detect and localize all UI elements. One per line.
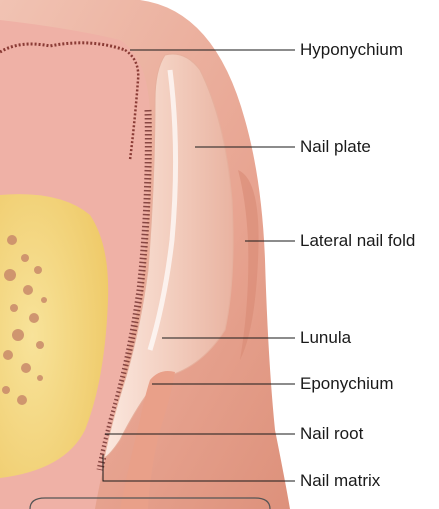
label-hyponychium: Hyponychium: [300, 40, 403, 60]
label-lateral-nail-fold: Lateral nail fold: [300, 231, 415, 251]
label-eponychium: Eponychium: [300, 374, 394, 394]
label-lunula: Lunula: [300, 328, 351, 348]
label-nail-plate: Nail plate: [300, 137, 371, 157]
label-nail-root: Nail root: [300, 424, 363, 444]
label-nail-matrix: Nail matrix: [300, 471, 380, 491]
